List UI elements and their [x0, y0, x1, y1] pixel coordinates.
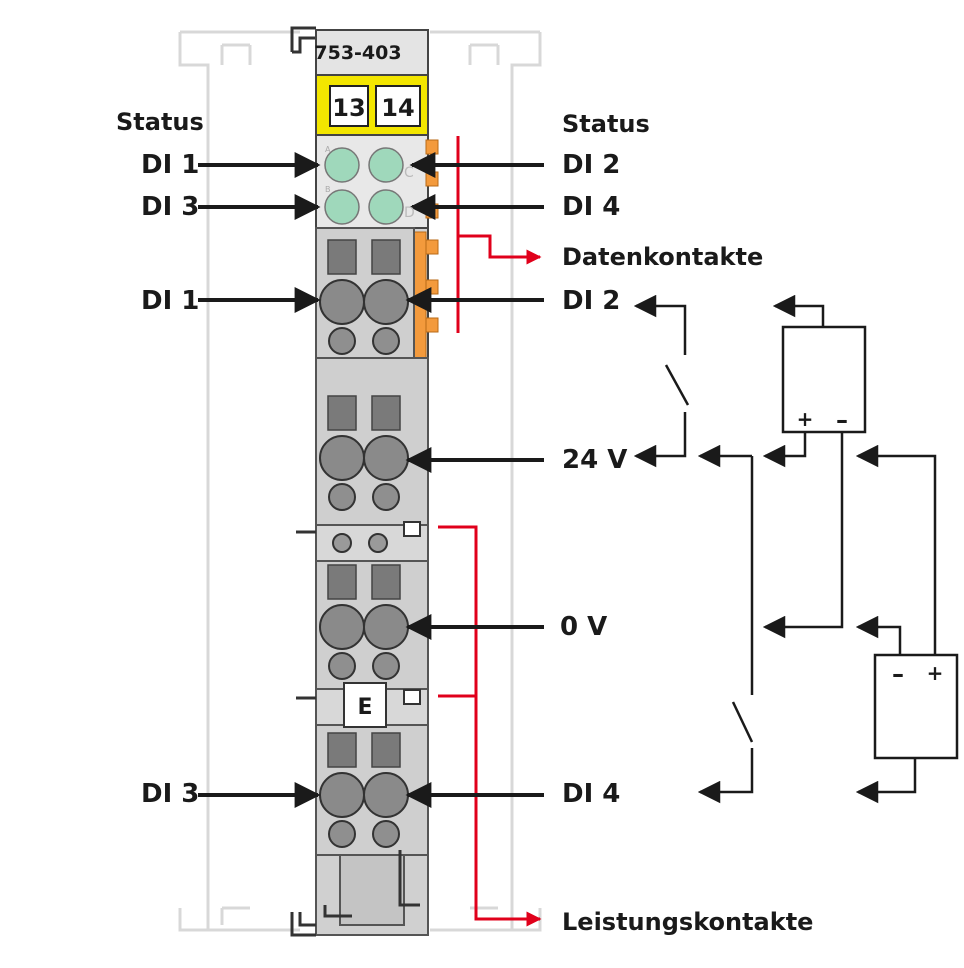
marker-14: [375, 85, 421, 127]
e-tag: E: [343, 682, 387, 728]
release-slot[interactable]: [371, 239, 401, 275]
datenkontakte-label: Datenkontakte: [562, 243, 764, 271]
jumper-hole: [332, 533, 352, 553]
terminal-blocks: [319, 239, 409, 848]
terminal-block-2: [319, 395, 409, 511]
release-slot[interactable]: [327, 732, 357, 768]
led-letter-a: A: [325, 145, 331, 154]
wire-entry[interactable]: [319, 435, 365, 481]
switch-di2: [664, 364, 690, 406]
module-arrows: [198, 152, 544, 808]
terminal-block-3: [319, 564, 409, 680]
wire-entry[interactable]: [319, 279, 365, 325]
di1-terminal-label: DI 1: [141, 286, 200, 316]
external-wiring: [633, 294, 959, 804]
status-left-label: Status: [116, 108, 204, 136]
marker-13-text: 13: [332, 94, 365, 122]
test-point: [328, 652, 356, 680]
di3-terminal-label: DI 3: [141, 779, 200, 809]
status-right-label: Status: [562, 110, 650, 138]
marker-14-text: 14: [381, 94, 414, 122]
release-slot[interactable]: [327, 564, 357, 600]
leistungskontakte-label: Leistungskontakte: [562, 908, 814, 936]
wire-entry[interactable]: [363, 604, 409, 650]
release-slot[interactable]: [327, 395, 357, 431]
module-model-text: 753-403: [314, 42, 401, 64]
lower-minus-sign: –: [892, 660, 904, 688]
wire-entry[interactable]: [319, 604, 365, 650]
release-slot[interactable]: [371, 732, 401, 768]
test-point: [372, 820, 400, 848]
switch-di4: [731, 701, 754, 743]
led-letter-b: B: [325, 185, 331, 194]
jumper-hole: [368, 533, 388, 553]
wire-entry[interactable]: [363, 772, 409, 818]
lower-power-source: [873, 653, 959, 760]
marker-13: [329, 85, 369, 127]
led-di4: [368, 189, 404, 225]
di4-led-label: DI 4: [562, 192, 621, 222]
terminal-block-4: [319, 732, 409, 848]
di1-led-label: DI 1: [141, 150, 200, 180]
di3-led-label: DI 3: [141, 192, 200, 222]
test-point: [328, 327, 356, 355]
wire-entry[interactable]: [363, 279, 409, 325]
contact-lines: [438, 136, 542, 927]
di2-terminal-label: DI 2: [562, 286, 621, 316]
led-letter-c: C: [404, 165, 414, 181]
test-point: [372, 652, 400, 680]
upper-power-source: [781, 325, 867, 434]
status-leds: [324, 147, 404, 225]
lower-plus-sign: +: [927, 661, 944, 685]
led-letter-d: D: [404, 205, 415, 221]
e-tag-text: E: [357, 695, 372, 720]
upper-plus-sign: +: [797, 407, 814, 431]
test-point: [372, 483, 400, 511]
24v-label: 24 V: [562, 445, 628, 475]
upper-minus-sign: –: [836, 406, 848, 434]
led-di2: [368, 147, 404, 183]
release-slot[interactable]: [371, 564, 401, 600]
release-slot[interactable]: [371, 395, 401, 431]
wire-entry[interactable]: [319, 772, 365, 818]
di4-terminal-label: DI 4: [562, 779, 621, 809]
0v-label: 0 V: [560, 612, 608, 642]
test-point: [328, 483, 356, 511]
di2-led-label: DI 2: [562, 150, 621, 180]
terminal-block-1: [319, 239, 409, 355]
led-di1: [324, 147, 360, 183]
test-point: [328, 820, 356, 848]
release-slot[interactable]: [327, 239, 357, 275]
test-point: [372, 327, 400, 355]
wire-entry[interactable]: [363, 435, 409, 481]
led-di3: [324, 189, 360, 225]
